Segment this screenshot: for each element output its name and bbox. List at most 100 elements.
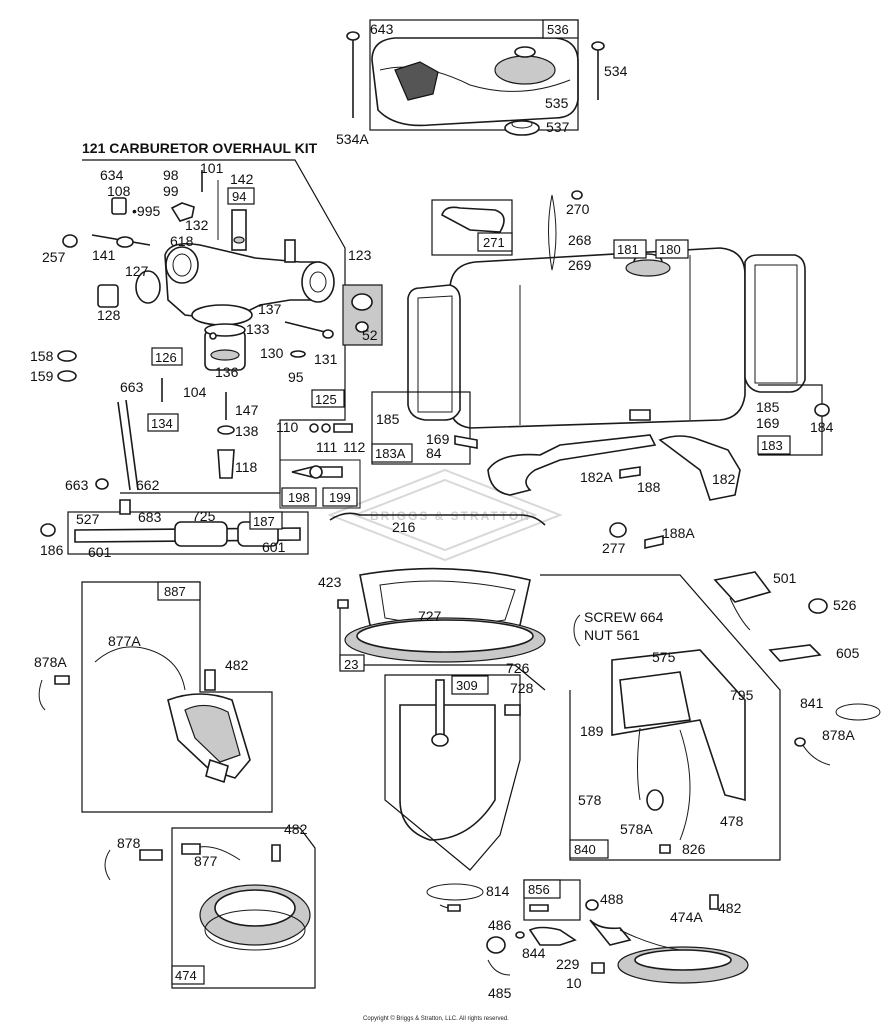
label-185-left: 185 xyxy=(376,411,400,427)
kit-title: 121 CARBURETOR OVERHAUL KIT xyxy=(82,140,318,156)
label-101: 101 xyxy=(200,160,224,176)
label-727: 727 xyxy=(418,608,442,624)
label-578a: 578A xyxy=(620,821,653,837)
label-138: 138 xyxy=(235,423,259,439)
label-270: 270 xyxy=(566,201,590,217)
label-10: 10 xyxy=(566,975,582,991)
charging-harness-group xyxy=(426,879,749,984)
label-118: 118 xyxy=(235,459,258,475)
label-488: 488 xyxy=(600,891,624,907)
label-137: 137 xyxy=(258,301,282,317)
label-134: 134 xyxy=(151,416,173,431)
fuel-fitting-set xyxy=(291,465,343,479)
label-878a-left: 878A xyxy=(34,654,67,670)
tank-strap-right xyxy=(744,254,806,393)
label-535: 535 xyxy=(545,95,569,111)
carburetor-body xyxy=(57,170,383,491)
label-23: 23 xyxy=(344,657,358,672)
label-123: 123 xyxy=(348,247,372,263)
label-534a: 534A xyxy=(336,131,369,147)
label-98: 98 xyxy=(163,167,179,183)
label-169-left: 169 xyxy=(426,431,450,447)
fuel-line xyxy=(548,194,557,271)
label-578: 578 xyxy=(578,792,602,808)
label-534: 534 xyxy=(604,63,628,79)
label-125: 125 xyxy=(315,392,337,407)
label-478: 478 xyxy=(720,813,744,829)
nut-561-label: NUT 561 xyxy=(584,627,640,643)
bolt-188 xyxy=(619,466,641,479)
screw-washer-set xyxy=(309,423,353,433)
label-126: 126 xyxy=(155,350,177,365)
brand-watermark: BRIGGS & STRATTON xyxy=(327,468,563,562)
label-132: 132 xyxy=(185,217,209,233)
label-482-mid: 482 xyxy=(284,821,308,837)
label-663-upper: 663 xyxy=(120,379,144,395)
strap-bolt-left xyxy=(454,435,478,449)
label-485: 485 xyxy=(488,985,512,1001)
label-840: 840 xyxy=(574,842,596,857)
tank-bracket-182 xyxy=(658,435,741,501)
label-52: 52 xyxy=(362,327,378,343)
label-526: 526 xyxy=(833,597,857,613)
label-187: 187 xyxy=(253,514,275,529)
label-130: 130 xyxy=(260,345,284,361)
label-183a: 183A xyxy=(375,446,406,461)
alternator-887-group xyxy=(38,581,273,813)
label-84: 84 xyxy=(426,445,442,461)
label-133: 133 xyxy=(246,321,270,337)
fuel-shutoff-bracket xyxy=(431,199,513,256)
label-136: 136 xyxy=(215,364,239,380)
flywheel-group xyxy=(337,567,546,871)
label-575: 575 xyxy=(652,649,676,665)
label-111: 111 xyxy=(316,439,337,455)
label-663-lower: 663 xyxy=(65,477,89,493)
label-814: 814 xyxy=(486,883,510,899)
tank-strap-left xyxy=(407,284,461,421)
label-94: 94 xyxy=(232,189,246,204)
label-257: 257 xyxy=(42,249,66,265)
label-158: 158 xyxy=(30,348,54,364)
label-159: 159 xyxy=(30,368,54,384)
label-726: 726 xyxy=(506,660,530,676)
tank-bracket-182a xyxy=(487,434,657,496)
label-271: 271 xyxy=(483,235,505,250)
rod-216 xyxy=(329,512,546,526)
label-501: 501 xyxy=(773,570,797,586)
label-728: 728 xyxy=(510,680,534,696)
label-536: 536 xyxy=(547,22,569,37)
label-601-right: 601 xyxy=(262,539,286,555)
label-887: 887 xyxy=(164,584,186,599)
label-877: 877 xyxy=(194,853,218,869)
label-104: 104 xyxy=(183,384,207,400)
label-269: 269 xyxy=(568,257,592,273)
label-180: 180 xyxy=(659,242,681,257)
label-878: 878 xyxy=(117,835,141,851)
label-537: 537 xyxy=(546,119,570,135)
label-725: 725 xyxy=(192,508,216,524)
label-618: 618 xyxy=(170,233,194,249)
label-131: 131 xyxy=(314,351,338,367)
label-147: 147 xyxy=(235,402,259,418)
label-141: 141 xyxy=(92,247,116,263)
label-643: 643 xyxy=(370,21,394,37)
label-309: 309 xyxy=(456,678,478,693)
label-99: 99 xyxy=(163,183,179,199)
label-95: 95 xyxy=(288,369,304,385)
label-601-left: 601 xyxy=(88,544,112,560)
label-878a-right: 878A xyxy=(822,727,855,743)
label-188a: 188A xyxy=(662,525,695,541)
label-184: 184 xyxy=(810,419,834,435)
bolt-188a xyxy=(644,535,664,549)
label-182a: 182A xyxy=(580,469,613,485)
label-142: 142 xyxy=(230,171,254,187)
label-199: 199 xyxy=(329,490,351,505)
label-482-upper: 482 xyxy=(225,657,249,673)
label-181: 181 xyxy=(617,242,639,257)
label-662: 662 xyxy=(136,477,160,493)
label-216: 216 xyxy=(392,519,416,535)
label-188: 188 xyxy=(637,479,661,495)
label-634: 634 xyxy=(100,167,124,183)
label-877a: 877A xyxy=(108,633,141,649)
